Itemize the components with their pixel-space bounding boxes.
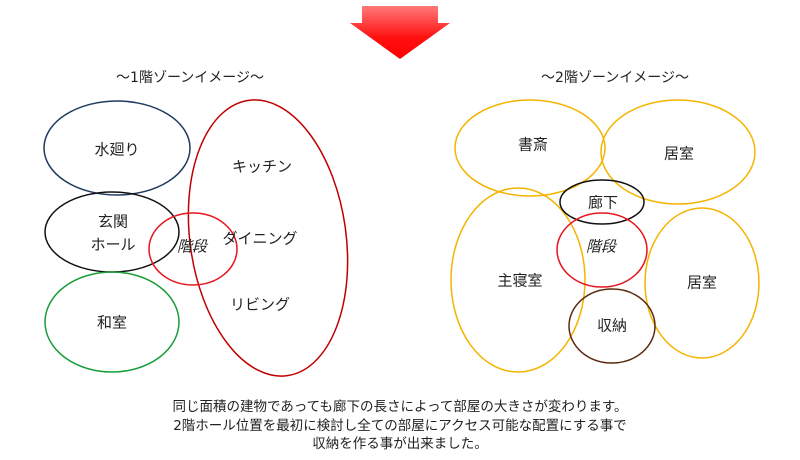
floor2-title: ～2階ゾーンイメージ～ — [541, 70, 689, 86]
zone-water — [43, 100, 191, 196]
label-stairs-2f: 階段 — [586, 238, 618, 256]
floor1-title: ～1階ゾーンイメージ～ — [116, 70, 264, 86]
caption-line-3: 収納を作る事が出来ました。 — [312, 436, 488, 452]
label-room-top: 居室 — [664, 145, 694, 163]
zone-stairs-2f — [556, 212, 648, 288]
label-living: リビング — [230, 296, 290, 314]
zone-ldk — [187, 99, 349, 377]
down-arrow-icon — [350, 6, 450, 59]
label-water: 水廻り — [94, 141, 139, 159]
label-master-bedroom: 主寝室 — [497, 272, 542, 290]
zone-room-top — [600, 99, 756, 205]
zone-hallway — [559, 179, 645, 225]
label-japanese-room: 和室 — [97, 314, 127, 332]
label-stairs-1f: 階段 — [177, 238, 209, 256]
zone-entrance — [44, 191, 180, 273]
zone-storage — [568, 288, 656, 364]
label-entrance-2: ホール — [90, 236, 135, 254]
label-kitchen: キッチン — [232, 158, 292, 176]
zone-japanese-room — [44, 271, 180, 373]
label-storage: 収納 — [597, 317, 627, 335]
zone-study — [454, 99, 606, 197]
caption-line-2: 2階ホール位置を最初に検討し全ての部屋にアクセス可能な配置にする事で — [173, 417, 627, 434]
label-room-right: 居室 — [687, 274, 717, 292]
label-study: 書斎 — [518, 136, 548, 154]
label-hallway: 廊下 — [588, 194, 618, 212]
zone-room-right — [644, 207, 760, 359]
label-dining: ダイニング — [222, 230, 297, 248]
caption-line-1: 同じ面積の建物であっても廊下の長さによって部屋の大きさが変わります。 — [172, 399, 628, 415]
label-entrance-1: 玄関 — [98, 213, 128, 231]
zone-stairs-1f — [148, 212, 238, 286]
caption: 同じ面積の建物であっても廊下の長さによって部屋の大きさが変わります。 2階ホール… — [0, 398, 800, 454]
zone-master-bedroom — [450, 187, 586, 373]
